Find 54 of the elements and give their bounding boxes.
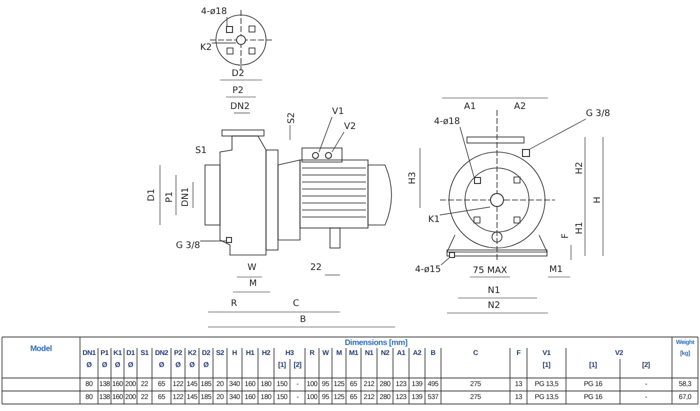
dimension-label: M [249,279,257,289]
round-part [236,35,246,45]
dimension-label: C [292,299,300,309]
bolt-hole [226,26,233,33]
table-heading: Model [29,342,53,354]
leader-line [226,16,228,26]
dimension-label: 22 [310,263,322,273]
dimension-label: M1 [549,265,563,275]
table-heading: Dimensions [mm] [344,337,408,348]
bolt-hole [449,252,455,258]
dimension-label: B [300,315,306,325]
dimension-label: H1 [575,222,585,234]
leader-line [332,132,344,152]
dimension-label: H3 [408,172,418,184]
round-part [312,152,319,159]
dimension-label: F [561,233,571,239]
callout-label: 4-ø18 [434,117,460,127]
round-part [490,193,504,207]
dimension-label: A1 [464,102,476,112]
dimension-label: S1 [195,146,207,156]
callout-label: V1 [332,107,344,117]
leader-line [440,258,450,266]
dimension-label: DN1 [181,187,191,207]
bolt-hole [522,149,530,157]
dimension-label: H2 [575,162,585,174]
callout-label: 4-ø18 [201,7,227,17]
dimension-label: N2 [488,301,500,311]
dimension-label: N1 [488,286,500,296]
callout-label: 4-ø15 [415,265,441,275]
leader-line [318,116,332,152]
dimension-label: D2 [232,69,244,79]
bolt-hole [226,237,232,243]
callout-label: G 3/8 [176,241,200,251]
callout-label: G 3/8 [586,109,610,119]
dimension-label: P2 [232,86,244,96]
leader-line [200,240,226,242]
dimension-label: D1 [147,188,157,202]
dimension-label: R [230,299,238,309]
dimension-label: DN2 [230,102,250,112]
dimension-label: A2 [514,102,526,112]
callout-label: V2 [344,122,356,132]
dimension-label: P1 [165,191,175,203]
dimension-label: H [593,196,603,204]
leader-line [530,118,586,150]
dimension-label: 75 MAX [472,266,508,276]
dimension-label: S2 [287,112,297,124]
callout-label: K2 [200,43,212,53]
bolt-hole [474,177,481,184]
dimension-label: W [248,263,256,273]
callout-label: K1 [428,215,440,225]
leader-line [439,206,490,216]
round-part [325,152,332,159]
leader-line [460,126,474,178]
leader-line [211,42,236,44]
